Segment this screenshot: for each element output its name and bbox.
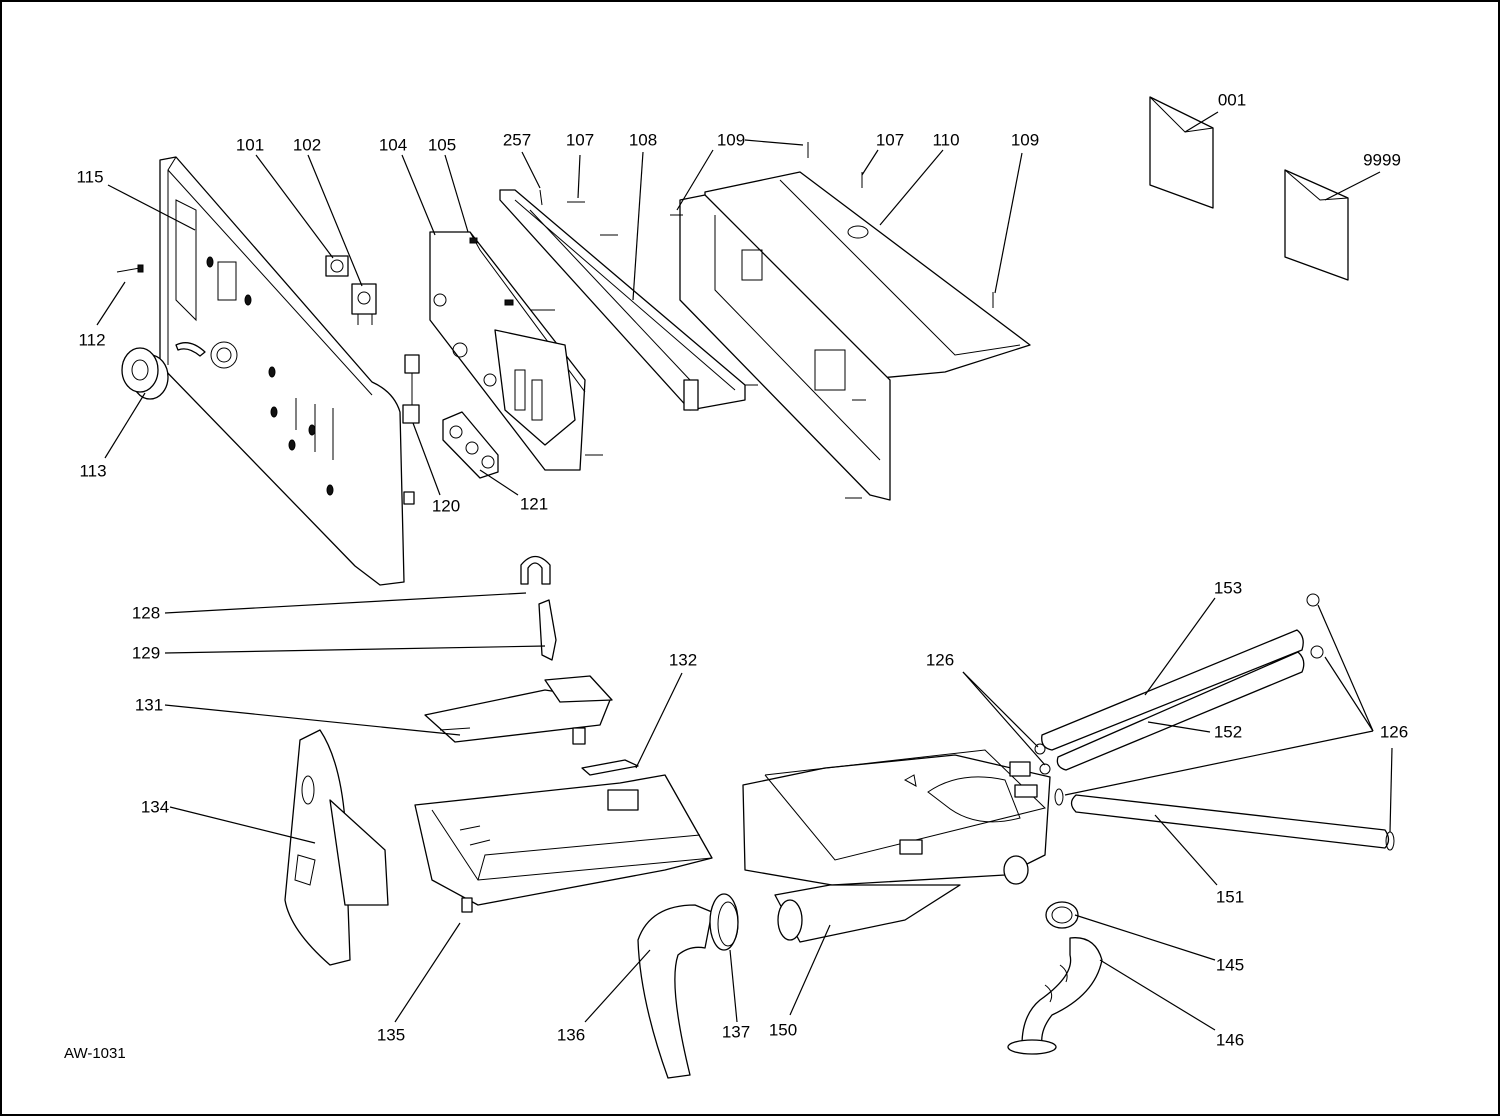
drawer-cover-131	[424, 675, 613, 745]
label-105: 105	[427, 135, 457, 155]
label-112: 112	[78, 330, 106, 350]
knob-113	[121, 347, 169, 400]
label-109-a: 109	[716, 130, 746, 150]
label-126-a: 126	[925, 650, 955, 670]
label-128: 128	[131, 603, 161, 623]
clamp-145	[1045, 901, 1079, 929]
top-cover-110	[670, 142, 1031, 501]
label-152: 152	[1213, 722, 1243, 742]
button-module-121	[442, 411, 499, 479]
screw-112	[116, 264, 144, 273]
drawer-front-134	[284, 729, 389, 966]
gasket-137	[709, 893, 739, 951]
label-001: 001	[1217, 90, 1247, 110]
document-001	[1149, 96, 1214, 209]
label-121: 121	[519, 494, 549, 514]
label-101: 101	[235, 135, 265, 155]
label-134: 134	[140, 797, 170, 817]
label-135: 135	[376, 1025, 406, 1045]
label-131: 131	[134, 695, 164, 715]
rail-108	[499, 189, 758, 411]
hose-152	[1056, 651, 1305, 771]
label-145: 145	[1215, 955, 1245, 975]
switch-101	[325, 255, 349, 277]
label-120: 120	[431, 496, 461, 516]
label-257: 257	[502, 130, 532, 150]
switch-102	[351, 283, 377, 325]
label-107-a: 107	[565, 130, 595, 150]
label-137: 137	[721, 1022, 751, 1042]
hose-153	[1041, 629, 1304, 751]
clip-129	[538, 599, 557, 661]
label-129: 129	[131, 643, 161, 663]
pcb-104	[429, 231, 603, 471]
label-136: 136	[556, 1025, 586, 1045]
label-146: 146	[1215, 1030, 1245, 1050]
drawing-code: AW-1031	[64, 1045, 126, 1062]
label-9999: 9999	[1363, 150, 1401, 170]
label-109-b: 109	[1010, 130, 1040, 150]
label-113: 113	[79, 461, 107, 481]
label-150: 150	[768, 1020, 798, 1040]
hose-151	[1070, 794, 1390, 849]
encoder-120	[402, 354, 420, 424]
hose-bend-128	[520, 555, 551, 585]
label-110: 110	[932, 130, 960, 150]
siphon-lever-132	[581, 759, 639, 776]
document-9999	[1284, 169, 1349, 281]
drain-hose-146	[1007, 937, 1103, 1055]
label-115: 115	[76, 167, 104, 187]
detergent-drawer-135	[414, 774, 713, 913]
label-102: 102	[292, 135, 322, 155]
label-104: 104	[378, 135, 408, 155]
control-panel-fascia	[159, 156, 415, 586]
leader-lines	[96, 111, 1393, 1031]
label-132: 132	[668, 650, 698, 670]
label-107-b: 107	[875, 130, 905, 150]
elbow-hose-136	[637, 904, 713, 1079]
dispenser-housing-150	[742, 749, 1051, 943]
label-108: 108	[628, 130, 658, 150]
label-151: 151	[1215, 887, 1245, 907]
label-126-b: 126	[1379, 722, 1409, 742]
label-153: 153	[1213, 578, 1243, 598]
